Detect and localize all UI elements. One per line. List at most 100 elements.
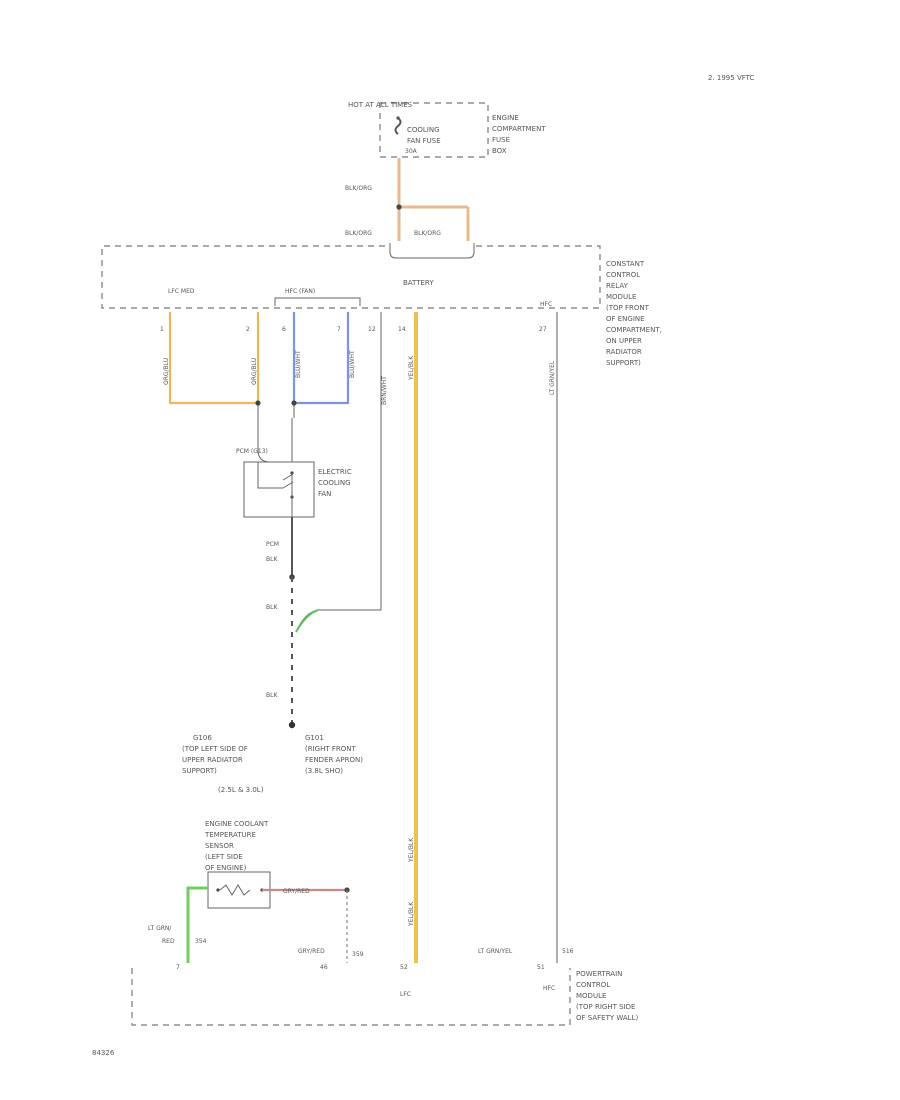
pin-14: 14: [398, 326, 406, 333]
ground-wire-label-1: BLK: [266, 604, 278, 611]
relay-input-connector: [389, 243, 475, 259]
wire-label-pin14: YEL/BLK: [408, 355, 415, 381]
wire-label-pin1: ORG/BLU: [163, 358, 170, 385]
sensor-return-label: GRY/RED: [283, 888, 310, 895]
fuse-rating: 30A: [405, 148, 418, 155]
relay-loc-3: RELAY: [606, 282, 629, 290]
sensor-line-4: (LEFT SIDE: [205, 853, 243, 861]
fan-motor-icon: [282, 473, 294, 489]
splice-right-wire-label: BLK/ORG: [414, 230, 441, 237]
pcm-circ-354: 354: [195, 938, 207, 945]
coolant-temp-sensor: ENGINE COOLANT TEMPERATURE SENSOR (LEFT …: [186, 820, 350, 963]
fan-box: [243, 461, 315, 518]
hfc-label: HFC (FAN): [285, 288, 315, 295]
sensor-signal-wire: [186, 886, 208, 963]
g1-line-2: UPPER RADIATOR: [182, 756, 243, 764]
relay-module: BATTERY LFC MED HFC (FAN) HFC 1 2 6 7 12…: [101, 243, 662, 367]
wire-label-pin27: LT GRN/YEL: [549, 360, 556, 395]
g1-line-1: (TOP LEFT SIDE OF: [182, 745, 248, 753]
sensor-line-1: ENGINE COOLANT: [205, 820, 269, 828]
pcm-wire-right: LT GRN/YEL: [478, 948, 513, 955]
g2-line-3: (3.8L SHO): [305, 767, 343, 775]
wire-label-pin12: BRN/WHT: [381, 376, 388, 405]
page-ref: 2. 1995 VFTC: [708, 74, 755, 82]
sensor-line-5: OF ENGINE): [205, 864, 247, 872]
pcm-pin-7: 7: [176, 964, 180, 971]
ground-point: [288, 721, 296, 729]
fuse-box-loc-4: BOX: [492, 147, 507, 155]
fuse-icon: [394, 117, 402, 135]
splice-blue: [291, 400, 297, 406]
fuse-box-loc-2: COMPARTMENT: [492, 125, 546, 133]
fuse-box-loc-3: FUSE: [492, 136, 510, 144]
wire-label-tail-low: YEL/BLK: [408, 901, 415, 927]
fuse-box-loc-1: ENGINE: [492, 114, 519, 122]
pcm-pin-46: 46: [320, 964, 328, 971]
pin-2: 2: [246, 326, 250, 333]
relay-loc-1: CONSTANT: [606, 260, 645, 268]
ground-descriptions: G106 (TOP LEFT SIDE OF UPPER RADIATOR SU…: [182, 734, 363, 794]
g2-line-2: FENDER APRON): [305, 756, 363, 764]
fan-line-3: FAN: [318, 490, 331, 498]
g1-id: G106: [193, 734, 212, 742]
pcm-pin-52: 52: [400, 964, 408, 971]
sensor-line-2: TEMPERATURE: [204, 831, 256, 839]
wire-label-pin2: ORG/BLU: [251, 358, 258, 385]
relay-loc-4: MODULE: [606, 293, 636, 301]
g2-line-1: (RIGHT FRONT: [305, 745, 356, 753]
fuse-splice-dot: [396, 204, 402, 210]
fan-ground-circuit: PCM BLK BLK BLK: [266, 517, 319, 729]
relay-loc-8: ON UPPER: [606, 337, 642, 345]
pcm-circ-359: 359: [352, 951, 364, 958]
fuse-box: HOT AT ALL TIMES COOLING FAN FUSE 30A EN…: [348, 101, 546, 158]
pcm-hfc: HFC: [543, 985, 555, 992]
pcm-loc-3: MODULE: [576, 992, 606, 1000]
relay-module-outline: [101, 245, 601, 309]
g2-id: G101: [305, 734, 324, 742]
pcm-loc-4: (TOP RIGHT SIDE: [576, 1003, 635, 1011]
fan-wire-label: BLK: [266, 556, 278, 563]
fuse-hot-label: HOT AT ALL TIMES: [348, 101, 413, 109]
fan-line-2: COOLING: [318, 479, 351, 487]
pcm-pin-51: 51: [537, 964, 545, 971]
pin-27: 27: [539, 326, 547, 333]
relay-loc-2: CONTROL: [606, 271, 640, 279]
diagram-code: 84326: [92, 1049, 115, 1057]
ground-wire-label-2: BLK: [266, 692, 278, 699]
relay-loc-9: RADIATOR: [606, 348, 642, 356]
relay-loc-7: COMPARTMENT,: [606, 326, 662, 334]
pcm-wire-left-1: LT GRN/: [148, 925, 172, 932]
fuse-output-wire: BLK/ORG BLK/ORG BLK/ORG: [345, 158, 470, 241]
wire-pin1: [168, 312, 258, 405]
pin-12: 12: [368, 326, 376, 333]
relay-loc-10: SUPPORT): [606, 359, 641, 367]
pin-6: 6: [282, 326, 286, 333]
thermistor-icon: [219, 884, 251, 896]
relay-loc-5: (TOP FRONT: [606, 304, 650, 312]
g1-engine: (2.5L & 3.0L): [218, 786, 264, 794]
pcm-lfc: LFC: [400, 991, 411, 998]
fan-line-1: ELECTRIC: [318, 468, 352, 476]
pcm-wire-mid: GRY/RED: [298, 948, 325, 955]
fuse-out-wire-label: BLK/ORG: [345, 185, 372, 192]
fuse-box-outline: [379, 102, 489, 158]
pcm-loc-1: POWERTRAIN: [576, 970, 622, 978]
right-hfc-label: HFC: [540, 301, 552, 308]
fan-connector-label: PCM: [266, 541, 279, 548]
wire-label-pin7: BLU/WHT: [349, 350, 356, 378]
wire-pin6-7: [292, 312, 350, 405]
fan-plug-label: PCM (G13): [236, 448, 268, 455]
hfc-bracket: [274, 297, 361, 306]
sensor-line-3: SENSOR: [205, 842, 234, 850]
pin-1: 1: [160, 326, 164, 333]
wire-label-pin6: BLU/WHT: [295, 350, 302, 378]
fuse-name-2: FAN FUSE: [407, 137, 441, 145]
fuse-name-1: COOLING: [407, 126, 440, 134]
splice-left-wire-label: BLK/ORG: [345, 230, 372, 237]
pcm-outline: [131, 968, 571, 1026]
electric-cooling-fan: PCM (G13) ELECTRIC COOLING FAN: [236, 418, 352, 518]
fuse-terminal-top: [396, 116, 400, 120]
lfc-label: LFC MED: [168, 288, 195, 295]
wire-label-tail-mid: YEL/BLK: [408, 837, 415, 863]
